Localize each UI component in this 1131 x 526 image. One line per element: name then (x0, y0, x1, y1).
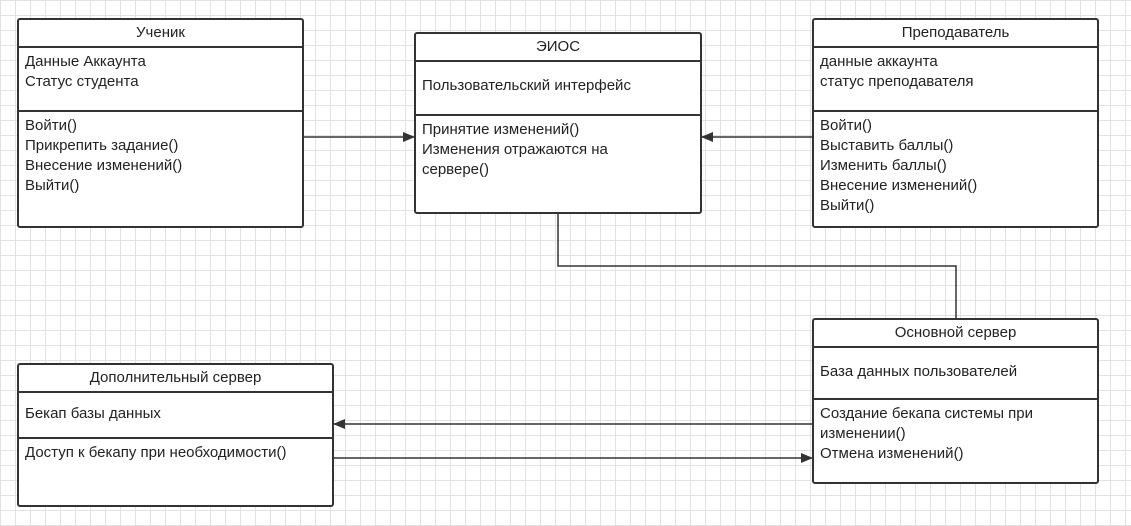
class-teacher[interactable]: Преподаватель данные аккаунта статус пре… (812, 18, 1099, 228)
class-title: Ученик (19, 20, 302, 48)
class-student[interactable]: Ученик Данные Аккаунта Статус студента В… (17, 18, 304, 228)
attribute: Пользовательский интерфейс (422, 77, 631, 94)
operation: Прикрепить задание() (25, 137, 179, 154)
class-title: Основной сервер (814, 320, 1097, 348)
operation: Внесение изменений() (25, 157, 183, 174)
class-attributes: данные аккаунта статус преподавателя (814, 48, 1097, 112)
class-operations: Доступ к бекапу при необходимости() (19, 439, 332, 505)
operation: Изменить баллы() (820, 157, 947, 174)
operation: Изменения отражаются на сервере() (422, 141, 608, 178)
class-main-server[interactable]: Основной сервер База данных пользователе… (812, 318, 1099, 484)
class-title: Преподаватель (814, 20, 1097, 48)
class-title: Дополнительный сервер (19, 365, 332, 393)
class-eios[interactable]: ЭИОС Пользовательский интерфейс Принятие… (414, 32, 702, 214)
attribute: данные аккаунта (820, 53, 938, 70)
class-attributes: Данные Аккаунта Статус студента (19, 48, 302, 112)
class-attributes: Пользовательский интерфейс (416, 62, 700, 116)
class-operations: Создание бекапа системы при изменении() … (814, 400, 1097, 482)
class-operations: Войти() Выставить баллы() Изменить баллы… (814, 112, 1097, 226)
operation: Создание бекапа системы при изменении() (820, 405, 1033, 442)
class-attributes: Бекап базы данных (19, 393, 332, 439)
operation: Внесение изменений() (820, 177, 978, 194)
eios-to-main-server-line (557, 213, 957, 319)
operation: Отмена изменений() (820, 445, 964, 462)
operation: Принятие изменений() (422, 121, 580, 138)
attribute: статус преподавателя (820, 73, 974, 90)
operation: Выставить баллы() (820, 137, 954, 154)
class-backup-server[interactable]: Дополнительный сервер Бекап базы данных … (17, 363, 334, 507)
attribute: Данные Аккаунта (25, 53, 146, 70)
attribute: Статус студента (25, 73, 139, 90)
class-operations: Войти() Прикрепить задание() Внесение из… (19, 112, 302, 226)
class-operations: Принятие изменений() Изменения отражаютс… (416, 116, 700, 212)
operation: Войти() (820, 117, 872, 134)
class-attributes: База данных пользователей (814, 348, 1097, 400)
attribute: Бекап базы данных (25, 405, 161, 422)
operation: Выйти() (820, 197, 875, 214)
attribute: База данных пользователей (820, 363, 1018, 380)
class-title: ЭИОС (416, 34, 700, 62)
operation: Войти() (25, 117, 77, 134)
operation: Выйти() (25, 177, 80, 194)
operation: Доступ к бекапу при необходимости() (25, 444, 287, 461)
